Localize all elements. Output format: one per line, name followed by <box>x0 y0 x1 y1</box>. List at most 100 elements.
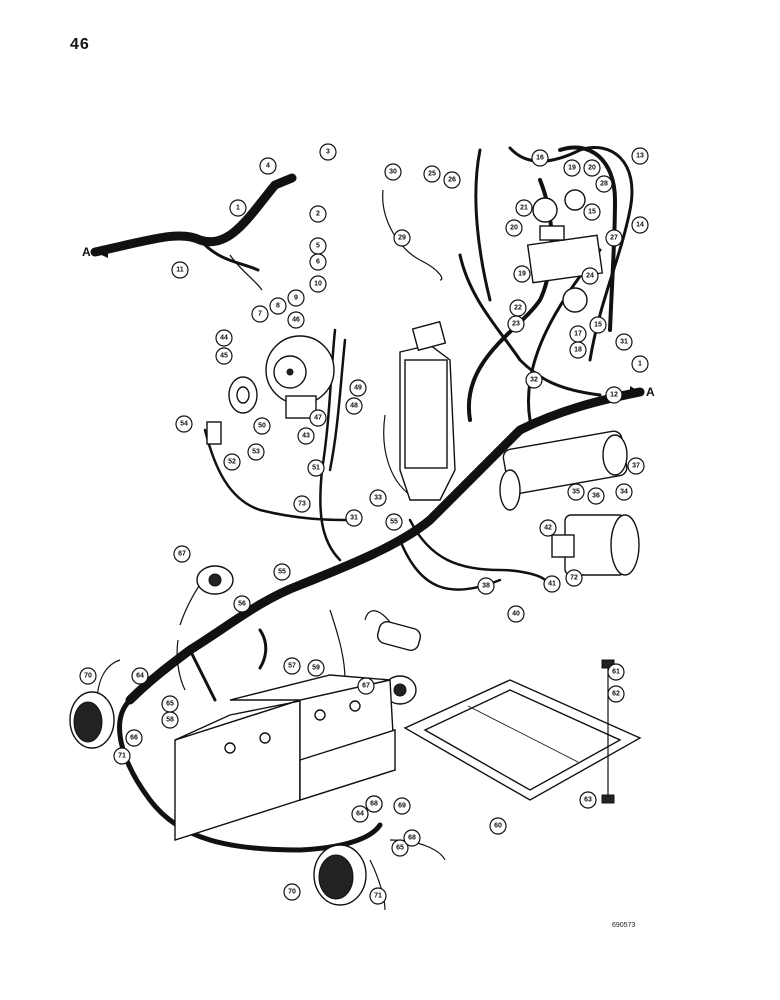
svg-text:68: 68 <box>370 801 378 808</box>
callout-66: 66 <box>125 729 143 747</box>
callout-69: 69 <box>393 797 411 815</box>
svg-text:36: 36 <box>592 493 600 500</box>
callout-19: 19 <box>563 159 581 177</box>
callout-72: 72 <box>565 569 583 587</box>
callout-49: 49 <box>349 379 367 397</box>
svg-text:70: 70 <box>288 889 296 896</box>
callout-60: 60 <box>489 817 507 835</box>
callout-38: 38 <box>477 577 495 595</box>
callout-4: 4 <box>259 157 277 175</box>
callout-65: 65 <box>161 695 179 713</box>
alternator <box>228 335 335 419</box>
svg-text:11: 11 <box>176 267 184 274</box>
callout-56: 56 <box>233 595 251 613</box>
svg-text:20: 20 <box>510 225 518 232</box>
svg-text:73: 73 <box>298 501 306 508</box>
svg-text:12: 12 <box>610 392 618 399</box>
svg-text:68: 68 <box>408 835 416 842</box>
callout-17: 17 <box>569 325 587 343</box>
svg-text:28: 28 <box>600 181 608 188</box>
callout-20: 20 <box>583 159 601 177</box>
callout-1: 1 <box>229 199 247 217</box>
callout-52: 52 <box>223 453 241 471</box>
svg-text:8: 8 <box>276 303 280 310</box>
page-number: 46 <box>70 36 90 53</box>
svg-text:50: 50 <box>258 423 266 430</box>
svg-text:65: 65 <box>166 701 174 708</box>
callout-37: 37 <box>627 457 645 475</box>
callout-53: 53 <box>247 443 265 461</box>
callout-30: 30 <box>384 163 402 181</box>
callout-50: 50 <box>253 417 271 435</box>
callout-8: 8 <box>269 297 287 315</box>
callout-15-2: 15 <box>589 316 607 334</box>
batteries <box>174 674 396 841</box>
section-marker-right: A <box>630 385 655 399</box>
svg-text:49: 49 <box>354 385 362 392</box>
callout-45: 45 <box>215 347 233 365</box>
svg-text:48: 48 <box>350 403 358 410</box>
callout-68-2: 68 <box>365 795 383 813</box>
callout-43: 43 <box>297 427 315 445</box>
callout-55: 55 <box>385 513 403 531</box>
callout-62: 62 <box>607 685 625 703</box>
callout-23: 23 <box>507 315 525 333</box>
svg-text:18: 18 <box>574 347 582 354</box>
svg-text:17: 17 <box>574 331 582 338</box>
callout-41: 41 <box>543 575 561 593</box>
callout-70: 70 <box>79 667 97 685</box>
callout-57: 57 <box>283 657 301 675</box>
callout-40: 40 <box>507 605 525 623</box>
callout-31-2: 31 <box>345 509 363 527</box>
svg-text:14: 14 <box>636 222 644 229</box>
svg-text:5: 5 <box>316 243 320 250</box>
callout-67-2: 67 <box>357 677 375 695</box>
callout-21: 21 <box>515 199 533 217</box>
svg-text:65: 65 <box>396 845 404 852</box>
svg-text:32: 32 <box>530 377 538 384</box>
callout-12: 12 <box>605 386 623 404</box>
callout-28: 28 <box>595 175 613 193</box>
svg-text:71: 71 <box>118 753 126 760</box>
battery-frame <box>403 679 642 801</box>
callout-58: 58 <box>161 711 179 729</box>
callout-25: 25 <box>423 165 441 183</box>
svg-text:31: 31 <box>620 339 628 346</box>
svg-text:4: 4 <box>266 163 270 170</box>
svg-text:19: 19 <box>568 165 576 172</box>
callout-59: 59 <box>307 659 325 677</box>
svg-text:23: 23 <box>512 321 520 328</box>
callout-61: 61 <box>607 663 625 681</box>
callout-24: 24 <box>581 267 599 285</box>
callout-7: 7 <box>251 305 269 323</box>
svg-text:51: 51 <box>312 465 320 472</box>
callout-18: 18 <box>569 341 587 359</box>
svg-text:63: 63 <box>584 797 592 804</box>
horns <box>196 565 417 705</box>
svg-text:43: 43 <box>302 433 310 440</box>
svg-text:67: 67 <box>362 683 370 690</box>
callout-31: 31 <box>615 333 633 351</box>
svg-text:61: 61 <box>612 669 620 676</box>
callout-64-2: 64 <box>351 805 369 823</box>
callout-64: 64 <box>131 667 149 685</box>
svg-text:71: 71 <box>374 893 382 900</box>
callout-3: 3 <box>319 143 337 161</box>
svg-text:64: 64 <box>136 673 144 680</box>
svg-text:21: 21 <box>520 205 528 212</box>
svg-text:19: 19 <box>518 271 526 278</box>
svg-text:54: 54 <box>180 421 188 428</box>
section-marker-left: A <box>82 245 108 259</box>
cranking-motor <box>499 430 628 511</box>
svg-text:15: 15 <box>588 209 596 216</box>
svg-text:37: 37 <box>632 463 640 470</box>
starting-solenoid <box>376 621 422 651</box>
svg-text:45: 45 <box>220 353 228 360</box>
svg-text:64: 64 <box>356 811 364 818</box>
svg-text:26: 26 <box>448 177 456 184</box>
svg-text:53: 53 <box>252 449 260 456</box>
callout-26: 26 <box>443 171 461 189</box>
svg-text:13: 13 <box>636 153 644 160</box>
callout-42: 42 <box>539 519 557 537</box>
